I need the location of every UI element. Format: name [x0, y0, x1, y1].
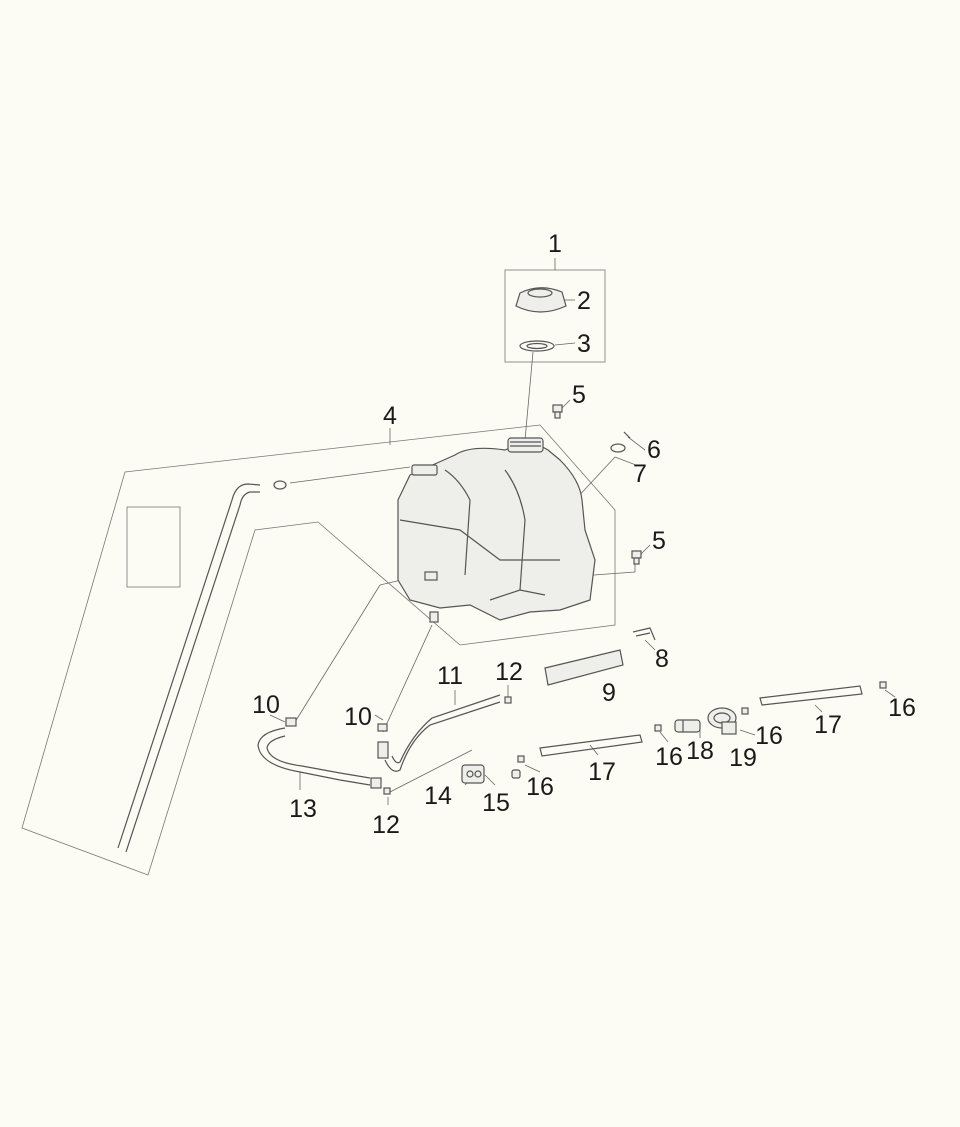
valve-fitting: [511, 769, 521, 779]
callout-labels: 1 2 3 4 5 5 6 7 8 9 10 10 11 12 12 13 14…: [252, 230, 916, 839]
callout-9: 9: [602, 679, 616, 707]
fuel-valve: [461, 764, 485, 784]
clip: [632, 627, 656, 641]
callout-5-lower: 5: [652, 527, 666, 555]
callout-16-b: 16: [655, 743, 683, 771]
callout-8: 8: [655, 645, 669, 673]
bolt-lower: [631, 550, 642, 565]
callout-13: 13: [289, 795, 317, 823]
fuel-hose-11: [377, 694, 501, 772]
pad: [544, 649, 624, 686]
callout-16-a: 16: [526, 773, 554, 801]
callout-10-left: 10: [252, 691, 280, 719]
callout-3: 3: [577, 330, 591, 358]
filter-bracket: [707, 707, 737, 735]
fuel-hose-13: [257, 717, 382, 789]
callout-18: 18: [686, 737, 714, 765]
callout-4: 4: [383, 402, 397, 430]
callout-16-d: 16: [888, 694, 916, 722]
fuel-line-17-upper: [759, 685, 863, 706]
fuel-line-17-lower: [539, 734, 643, 757]
callout-17-upper: 17: [814, 711, 842, 739]
bolt-upper: [552, 404, 563, 419]
fuel-filter: [674, 719, 701, 733]
callout-1: 1: [548, 230, 562, 258]
label-plate: [126, 506, 181, 588]
vent-hose: [117, 466, 411, 853]
callout-2: 2: [577, 287, 591, 315]
gasket: [519, 340, 555, 352]
fuel-cap: [515, 287, 567, 313]
callout-17-lower: 17: [588, 758, 616, 786]
washer: [610, 443, 626, 453]
callout-7: 7: [633, 460, 647, 488]
callout-19: 19: [729, 744, 757, 772]
fuel-tank: [397, 437, 596, 623]
tank-group-frame: [21, 424, 616, 876]
callout-6: 6: [647, 436, 661, 464]
callout-12-upper: 12: [495, 658, 523, 686]
callout-10-center: 10: [344, 703, 372, 731]
callout-12-lower: 12: [372, 811, 400, 839]
callout-14: 14: [424, 782, 452, 810]
callout-15: 15: [482, 789, 510, 817]
callout-11: 11: [437, 662, 463, 690]
callout-5-upper: 5: [572, 381, 586, 409]
hose-clamps: [383, 681, 887, 795]
screw: [623, 431, 631, 439]
callout-16-c: 16: [755, 722, 783, 750]
